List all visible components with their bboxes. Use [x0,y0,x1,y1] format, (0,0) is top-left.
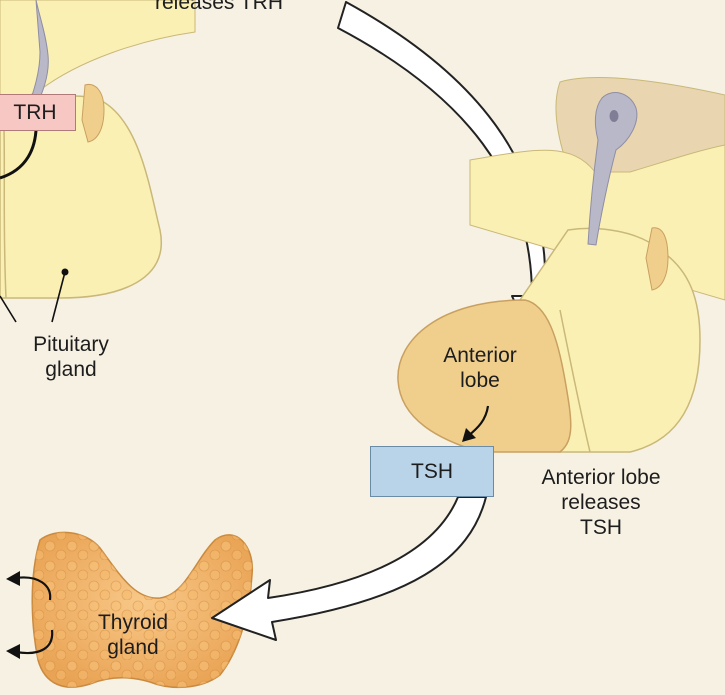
right-posterior-lobe [645,227,669,291]
anterior-lobe-line-2: lobe [460,369,500,392]
trh-hormone-box: TRH [0,94,76,131]
pituitary-gland-label: Pituitary gland [6,332,136,382]
right-tract-line [559,309,591,453]
anterior-lobe-label: Anterior lobe [420,343,540,393]
anterior-release-line-2: releases [561,491,641,514]
thyroid-label-line-2: gland [107,636,159,659]
lobe-to-tsh-arrow-head [462,428,476,442]
anterior-lobe-line-1: Anterior [443,344,517,367]
left-tract-line [3,129,7,299]
feedback-arrow-lower [15,629,54,655]
thyroid-lobule-texture [32,532,253,688]
left-pituitary-stalk [27,0,49,111]
hypothalamus-caption: releases TRH [155,0,283,14]
stalk-lumen-icon [609,110,619,122]
right-pituitary-stalk [587,92,638,246]
right-pituitary-illustration [397,77,725,453]
anterior-release-line-1: Anterior lobe [541,466,661,489]
anterior-release-line-3: TSH [580,516,622,539]
pituitary-pointer-line-2 [0,295,17,323]
feedback-arrow-upper [15,576,52,601]
trh-label: TRH [13,100,57,124]
pituitary-pointer-line-1 [51,271,66,323]
left-posterior-lobe [81,83,105,143]
thyroid-illustration [31,531,253,689]
feedback-arrow-upper-head [6,571,20,586]
pituitary-label-line-2: gland [45,358,97,381]
tsh-hormone-box: TSH [370,446,494,497]
tsh-label: TSH [411,459,453,483]
thyroid-gland-label: Thyroid gland [78,610,188,660]
thyroid-label-line-1: Thyroid [97,611,169,634]
left-pituitary-illustration [0,0,196,323]
anterior-release-label: Anterior lobe releases TSH [516,465,686,540]
tsh-to-thyroid-arrow [211,496,487,641]
pituitary-label-line-1: Pituitary [33,333,109,356]
feedback-arrow-lower-head [6,644,20,659]
